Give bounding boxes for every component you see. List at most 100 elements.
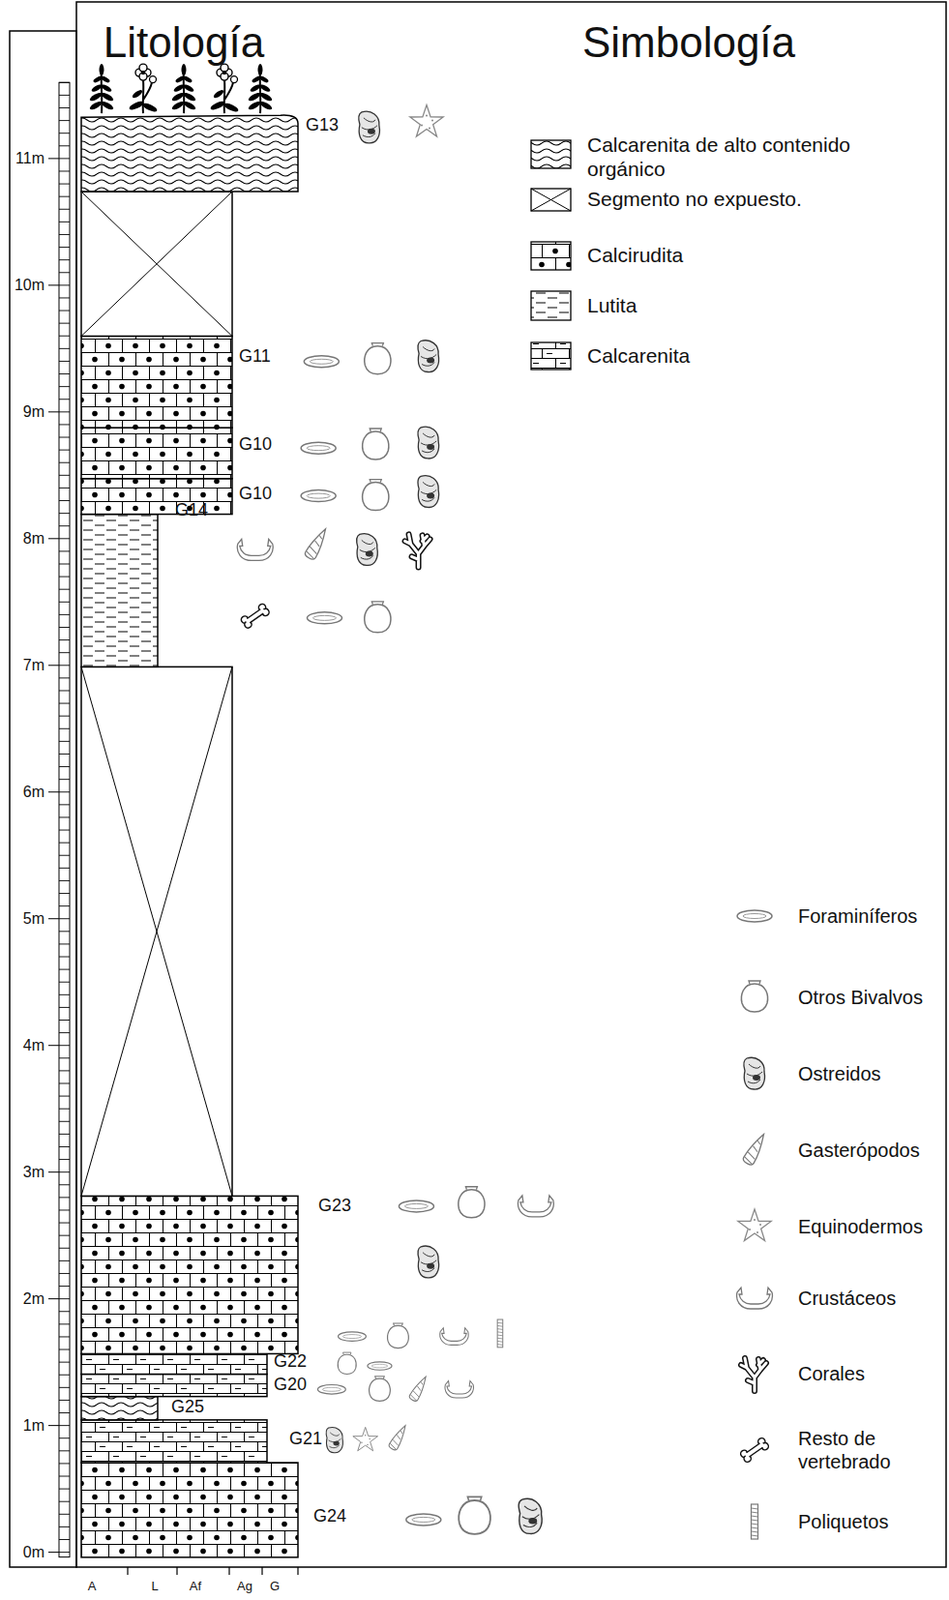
ruler-tick [59, 994, 70, 996]
grain-tick [228, 1567, 230, 1575]
ruler-tick [59, 1488, 70, 1490]
ruler-tick [59, 1247, 70, 1249]
ruler-tick [59, 816, 70, 818]
ruler-tick [59, 778, 70, 780]
meter-tick [48, 1298, 60, 1300]
fossil-symbol [367, 1362, 392, 1370]
unexposed-cross [81, 191, 233, 336]
ruler-tick [59, 512, 70, 514]
ruler-tick [59, 626, 70, 628]
ruler-tick [59, 803, 70, 805]
ruler-tick [59, 259, 70, 261]
ruler-tick [59, 1096, 70, 1098]
ruler-tick [59, 500, 70, 502]
ruler-tick [59, 943, 70, 945]
ruler-tick [59, 221, 70, 223]
fossil-symbol [497, 1319, 504, 1348]
legend-text: Calcirudita [587, 242, 683, 267]
ruler-tick [59, 208, 70, 210]
fossil-symbol [306, 612, 342, 624]
outer-frame [76, 1, 947, 1568]
fossil-symbol [387, 1323, 410, 1349]
fossil-symbol [398, 1200, 434, 1213]
fossil-symbol [369, 1376, 391, 1402]
fossil-symbol [417, 1245, 440, 1278]
meter-tick [48, 411, 60, 413]
ruler-tick [59, 930, 70, 932]
depth-label: 0m [23, 1542, 45, 1562]
legend-swatch [531, 342, 571, 370]
depth-label: 11m [15, 148, 45, 168]
ruler-tick [59, 867, 70, 869]
unexposed-segment [81, 191, 233, 336]
ruler-tick [59, 437, 70, 439]
ruler-tick [59, 1298, 70, 1300]
ruler-tick [59, 715, 70, 717]
grain-size-label: Ag [237, 1578, 253, 1595]
fossil-symbol [362, 428, 389, 460]
ruler-tick [59, 360, 70, 362]
ruler-tick [59, 981, 70, 983]
bed-lut [81, 514, 158, 668]
fossil-symbol [237, 538, 273, 561]
ruler-tick [59, 1462, 70, 1464]
meter-tick [48, 157, 60, 159]
ruler-tick [59, 576, 70, 578]
frames [9, 1, 947, 1568]
ruler-tick [59, 601, 70, 603]
meter-tick [48, 1424, 60, 1426]
legend-text: Lutita [587, 293, 637, 318]
sample-label: G25 [171, 1396, 205, 1419]
sample-label: G10 [238, 483, 272, 505]
fossil-symbol [338, 1332, 367, 1342]
legend-text: Otros Bivalvos [798, 985, 923, 1009]
fossil-symbol [417, 426, 440, 459]
ruler-tick [59, 1196, 70, 1198]
ruler-tick [59, 234, 70, 236]
ruler-tick [59, 525, 70, 527]
fossil-symbol [417, 475, 440, 508]
fossil-symbol [517, 1195, 554, 1217]
ruler-tick [59, 449, 70, 451]
fossil-symbol [405, 533, 431, 567]
ruler-tick [59, 1513, 70, 1515]
fossil-symbol [353, 1426, 379, 1451]
ruler-tick [59, 563, 70, 565]
legend-swatch [531, 140, 571, 169]
legend-text: Poliquetos [798, 1510, 889, 1534]
meter-tick [48, 1171, 60, 1173]
ruler-tick [59, 689, 70, 691]
ruler-tick [59, 107, 70, 109]
legend-text: Resto de vertebrado [798, 1426, 944, 1474]
ruler-tick [59, 1539, 70, 1541]
ruler-tick [59, 1476, 70, 1478]
bed-rud [81, 427, 233, 479]
ruler-tick [59, 639, 70, 641]
meter-tick [48, 1551, 60, 1553]
bed-aren [81, 1374, 267, 1397]
ruler-tick [59, 956, 70, 958]
ruler-tick [59, 1108, 70, 1110]
sample-label: G14 [175, 500, 208, 522]
ruler-tick [59, 411, 70, 413]
fossil-symbol [303, 526, 331, 562]
sample-label: G23 [318, 1195, 352, 1217]
ruler-tick [59, 398, 70, 400]
ruler-tick [59, 462, 70, 464]
legend-symbol [737, 910, 772, 922]
legend-text: Corales [798, 1362, 865, 1386]
ruler-tick [59, 652, 70, 653]
legend-symbol [738, 1209, 772, 1242]
legend-swatch [531, 291, 571, 321]
ruler-tick [59, 348, 70, 350]
ruler-tick [59, 157, 70, 159]
fossil-symbol [408, 1374, 430, 1403]
ruler-tick [59, 1526, 70, 1528]
depth-label: 1m [23, 1416, 45, 1435]
depth-label: 7m [23, 655, 45, 675]
ruler-tick [59, 145, 70, 147]
fossil-symbol [239, 602, 270, 630]
bed-rud [81, 1195, 298, 1354]
ruler-tick [59, 373, 70, 375]
